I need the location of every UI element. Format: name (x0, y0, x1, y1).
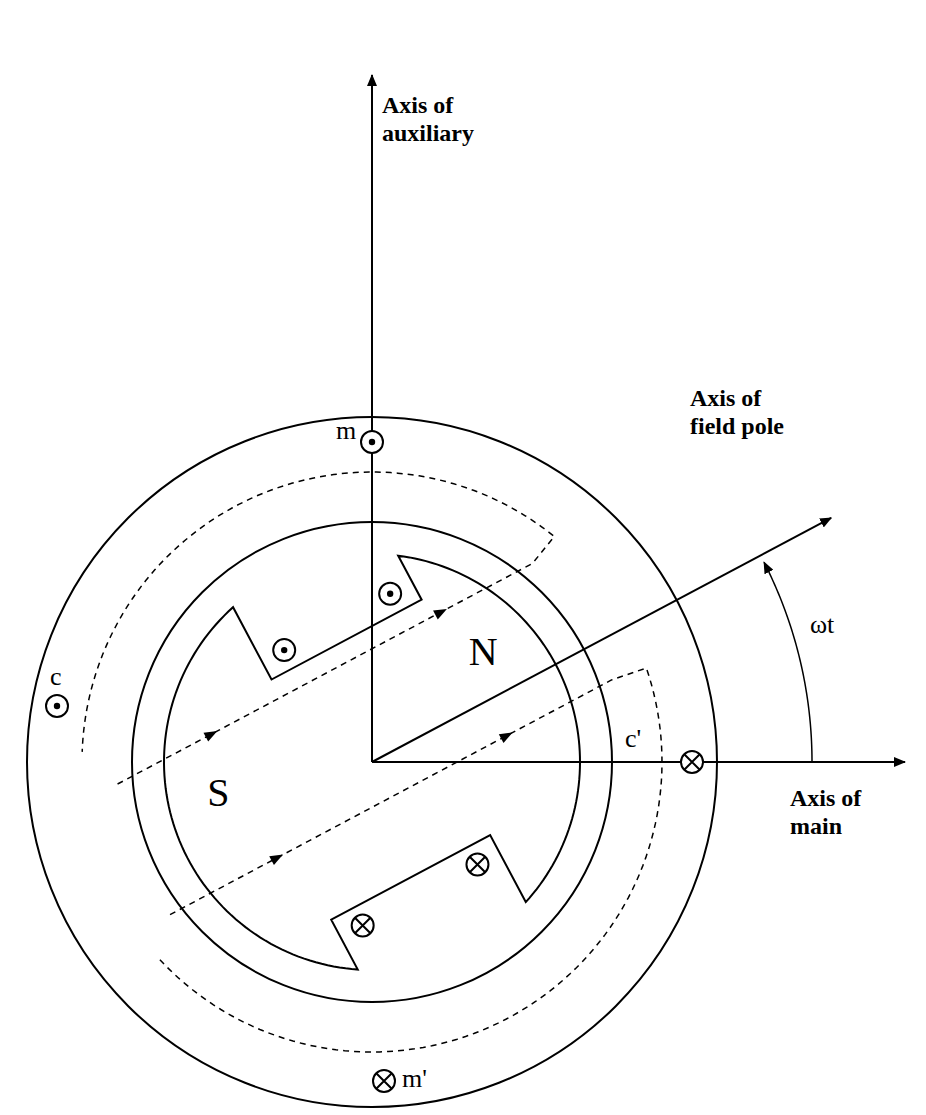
flux-path (160, 668, 662, 1052)
label-holder: Axis of main (790, 785, 892, 840)
axis-label: Axis of main (790, 785, 892, 840)
flux-arrowhead (204, 731, 218, 742)
conductor-out-symbol (273, 639, 295, 661)
label-holder: c' (625, 726, 641, 752)
winding-label: m' (402, 1066, 427, 1092)
flux-arrowhead (269, 855, 283, 866)
main-axis (372, 761, 905, 763)
angle-label: ωt (810, 612, 834, 638)
flux-arrowhead (499, 733, 513, 744)
conductor-in-symbol (681, 751, 703, 773)
conductor-dot (54, 703, 60, 709)
conductor-in-symbol (352, 915, 374, 937)
axis-label: Axis of field pole (690, 385, 792, 440)
conductor-cross (355, 918, 370, 933)
conductor-ring (373, 1070, 395, 1092)
conductor-in-symbol (373, 1070, 395, 1092)
label-holder: Axis of field pole (690, 385, 792, 440)
conductor-ring (273, 639, 295, 661)
pole-label: S (207, 773, 229, 813)
conductor-cross (470, 857, 485, 872)
conductor-cross (685, 755, 700, 770)
conductor-dot (387, 591, 393, 597)
conductor-dot (369, 439, 375, 445)
winding-label: c' (625, 726, 641, 752)
label-holder: S (207, 773, 229, 813)
flux-path (82, 472, 554, 784)
conductor-ring (379, 583, 401, 605)
angle-arc (764, 562, 812, 762)
conductor-out-symbol (379, 583, 401, 605)
conductor-dot (281, 647, 287, 653)
label-holder: m' (402, 1066, 427, 1092)
winding-label: c (50, 664, 62, 690)
axis-label: Axis of auxiliary (382, 92, 484, 147)
label-holder: N (469, 632, 498, 672)
field-pole-axis (372, 518, 831, 762)
label-holder: ωt (810, 612, 834, 638)
conductor-ring (361, 431, 383, 453)
conductor-out-symbol (46, 695, 68, 717)
conductor-cross (377, 1074, 392, 1089)
label-holder: Axis of auxiliary (382, 92, 484, 147)
label-holder: m (336, 418, 356, 444)
conductor-ring (466, 853, 488, 875)
conductor-out-symbol (361, 431, 383, 453)
conductor-ring (46, 695, 68, 717)
flux-arrowhead (433, 609, 447, 620)
winding-label: m (336, 418, 356, 444)
label-holder: c (50, 664, 62, 690)
conductor-in-symbol (466, 853, 488, 875)
conductor-ring (681, 751, 703, 773)
auxiliary-axis (371, 75, 373, 762)
pole-label: N (469, 632, 498, 672)
conductor-ring (352, 915, 374, 937)
